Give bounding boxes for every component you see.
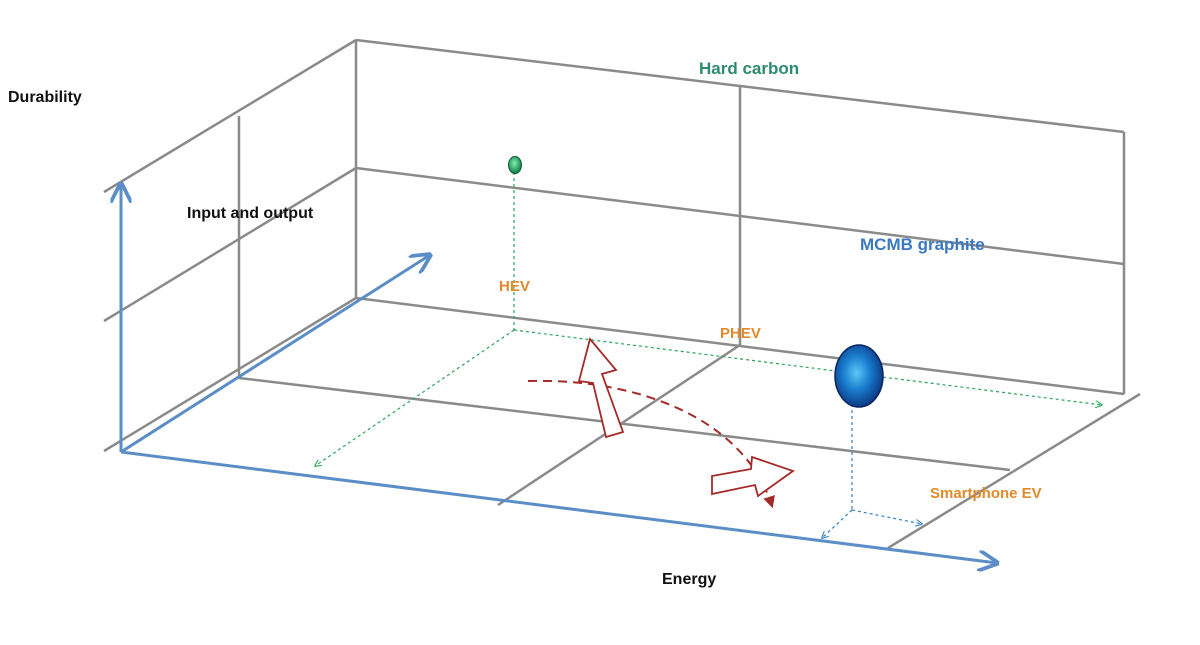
rightward-hollow-arrow xyxy=(711,455,795,498)
mcmb-graphite-marker xyxy=(834,344,884,408)
hard-carbon-marker xyxy=(508,156,522,174)
mcmb-graphite-label: MCMB graphite xyxy=(860,235,985,254)
hard-carbon-projections xyxy=(315,172,1102,466)
hev-label: HEV xyxy=(499,278,530,295)
back-wall-top-edge xyxy=(355,38,1125,134)
left-wall-bottom-edge xyxy=(103,296,357,453)
trend-indicators xyxy=(527,337,795,509)
left-wall-mid-line xyxy=(103,166,357,323)
durability-axis-label: Durability xyxy=(8,89,82,106)
mcmb-io-projection xyxy=(822,509,853,538)
mcmb-energy-projection xyxy=(851,509,922,524)
smartphone-ev-label: Smartphone EV xyxy=(930,485,1042,502)
floor-right-edge xyxy=(887,392,1141,550)
hard-carbon-label: Hard carbon xyxy=(699,59,799,78)
hard-carbon-io-projection xyxy=(315,329,515,466)
mcmb-projections xyxy=(822,404,922,538)
left-wall-top-edge xyxy=(103,38,357,194)
hard-carbon-energy-projection xyxy=(513,329,1102,405)
grid-frame xyxy=(103,38,1141,550)
floor-middle-line xyxy=(238,376,1011,472)
input-output-axis-label: Input and output xyxy=(187,205,314,222)
phev-label: PHEV xyxy=(720,325,761,342)
energy-axis xyxy=(120,450,997,563)
energy-axis-label: Energy xyxy=(662,571,716,588)
axes xyxy=(121,184,997,563)
upward-hollow-arrow xyxy=(577,337,625,439)
input-output-axis xyxy=(120,255,430,454)
